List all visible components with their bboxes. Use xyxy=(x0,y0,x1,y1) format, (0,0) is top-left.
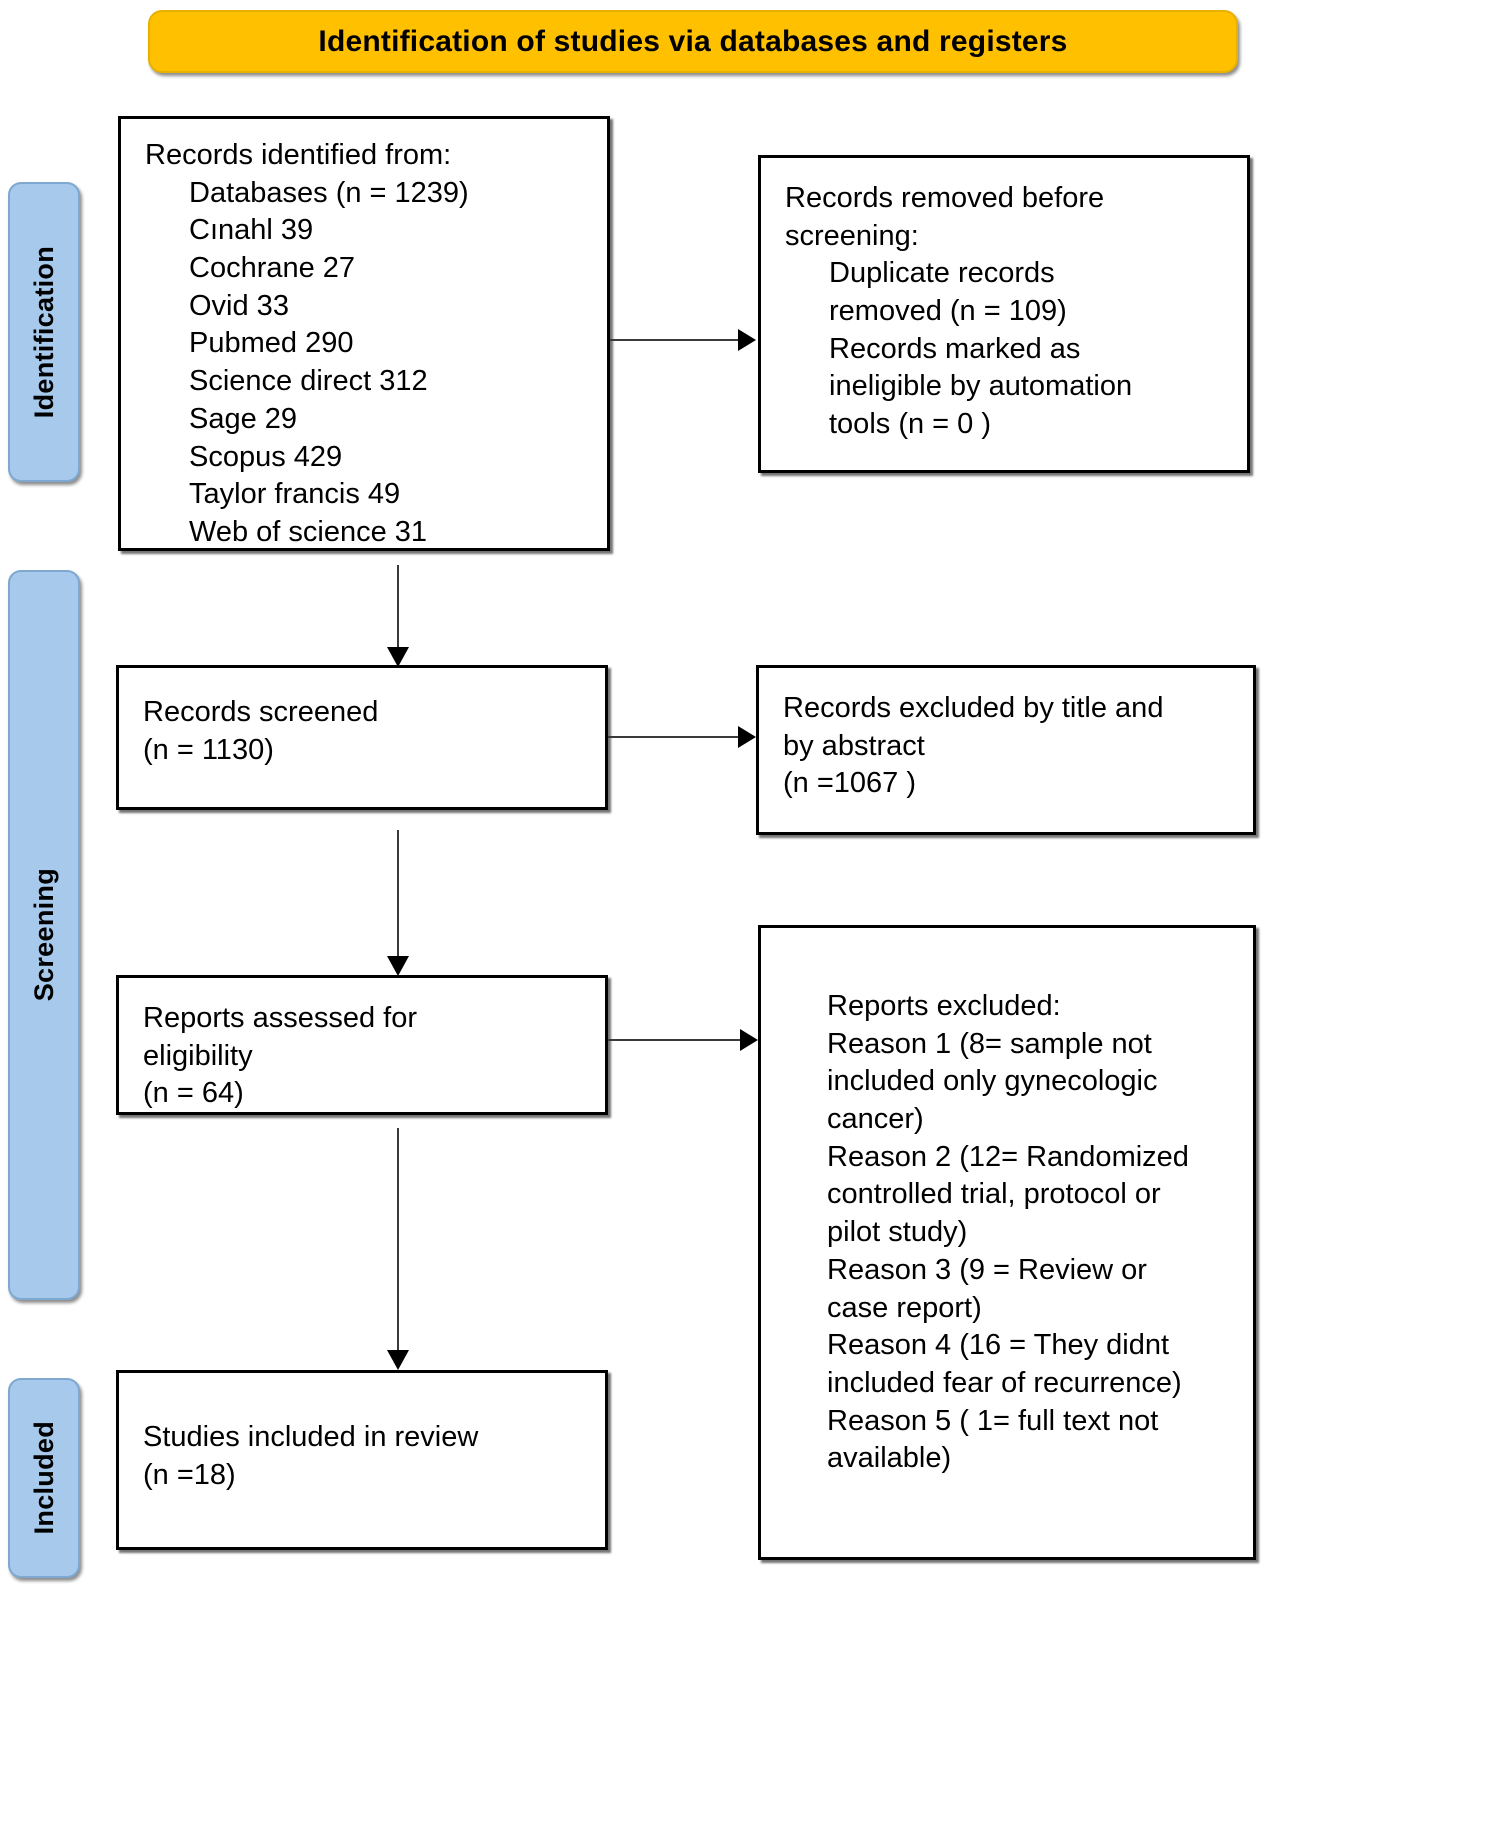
reports-assessed-box: Reports assessed for eligibility (n = 64… xyxy=(116,975,608,1115)
stage-label-included-text: Included xyxy=(28,1421,59,1535)
connector-line xyxy=(608,1039,742,1041)
box-line: (n =18) xyxy=(143,1458,236,1491)
box-line: Reports assessed for xyxy=(143,1002,418,1034)
records-excluded-box: Records excluded by title and by abstrac… xyxy=(756,665,1256,835)
box-line: Records identified from: xyxy=(145,139,452,171)
box-line: removed (n = 109) xyxy=(829,295,1067,328)
stage-label-included: Included xyxy=(8,1378,80,1578)
arrow-right-icon xyxy=(740,1029,758,1051)
arrow-right-icon xyxy=(738,329,756,351)
connector-eligibility-to-included xyxy=(386,1128,410,1376)
arrow-down-icon xyxy=(387,647,409,667)
arrow-down-icon xyxy=(387,1350,409,1370)
box-line: included only gynecologic xyxy=(827,1065,1158,1098)
connector-identified-to-screened xyxy=(386,565,410,669)
box-line: cancer) xyxy=(827,1103,924,1136)
box-line: Records removed before xyxy=(785,182,1105,214)
box-line: Records excluded by title and xyxy=(783,692,1164,724)
stage-label-screening: Screening xyxy=(8,570,80,1300)
box-line: Reports excluded: xyxy=(827,990,1061,1022)
box-line: eligibility xyxy=(143,1039,253,1072)
arrow-down-icon xyxy=(387,956,409,976)
stage-label-identification: Identification xyxy=(8,182,80,482)
box-line: Databases (n = 1239) xyxy=(189,176,469,209)
box-line: Reason 3 (9 = Review or xyxy=(827,1253,1147,1286)
box-line: (n = 64) xyxy=(143,1077,244,1110)
box-line: (n = 1130) xyxy=(143,733,274,766)
box-line: Records marked as xyxy=(829,332,1081,365)
connector-line xyxy=(397,565,399,651)
connector-line xyxy=(397,1128,399,1354)
box-line: Ovid 33 xyxy=(189,289,289,322)
diagram-header-banner: Identification of studies via databases … xyxy=(148,10,1238,73)
box-line: Cınahl 39 xyxy=(189,214,314,247)
box-line: Reason 2 (12= Randomized xyxy=(827,1140,1189,1173)
connector-screened-to-eligibility xyxy=(386,830,410,980)
reports-excluded-box: Reports excluded: Reason 1 (8= sample no… xyxy=(758,925,1256,1560)
box-line: Duplicate records xyxy=(829,257,1055,290)
box-line: Reason 4 (16 = They didnt xyxy=(827,1329,1170,1362)
box-line: Pubmed 290 xyxy=(189,327,354,360)
box-line: Sage 29 xyxy=(189,402,298,435)
box-line: ineligible by automation xyxy=(829,370,1133,403)
box-line: by abstract xyxy=(783,729,925,762)
box-line: Reason 1 (8= sample not xyxy=(827,1027,1152,1060)
box-line: included fear of recurrence) xyxy=(827,1366,1182,1399)
connector-screened-to-excluded xyxy=(608,725,760,749)
connector-line xyxy=(610,339,740,341)
box-line: Science direct 312 xyxy=(189,365,428,398)
studies-included-box: Studies included in review (n =18) xyxy=(116,1370,608,1550)
box-line: case report) xyxy=(827,1291,982,1324)
stage-label-identification-text: Identification xyxy=(28,245,59,419)
connector-line xyxy=(608,736,740,738)
box-line: Web of science 31 xyxy=(189,515,428,548)
records-screened-box: Records screened (n = 1130) xyxy=(116,665,608,810)
records-removed-box: Records removed before screening: Duplic… xyxy=(758,155,1250,473)
box-line: Scopus 429 xyxy=(189,440,343,473)
connector-identified-to-removed xyxy=(610,328,760,352)
box-line: Cochrane 27 xyxy=(189,252,356,285)
box-line: pilot study) xyxy=(827,1216,968,1249)
records-identified-box: Records identified from: Databases (n = … xyxy=(118,116,610,551)
box-line: controlled trial, protocol or xyxy=(827,1178,1161,1211)
box-line: Records screened xyxy=(143,696,379,728)
box-line: Studies included in review xyxy=(143,1421,479,1453)
diagram-title: Identification of studies via databases … xyxy=(318,24,1068,58)
box-line: available) xyxy=(827,1442,952,1475)
connector-eligibility-to-reports-excluded xyxy=(608,1028,762,1052)
box-line: tools (n = 0 ) xyxy=(829,408,991,441)
stage-label-screening-text: Screening xyxy=(28,868,59,1002)
box-line: screening: xyxy=(785,219,919,252)
box-line: Reason 5 ( 1= full text not xyxy=(827,1404,1159,1437)
connector-line xyxy=(397,830,399,960)
box-line: Taylor francis 49 xyxy=(189,478,401,511)
box-line: (n =1067 ) xyxy=(783,767,917,800)
arrow-right-icon xyxy=(738,726,756,748)
